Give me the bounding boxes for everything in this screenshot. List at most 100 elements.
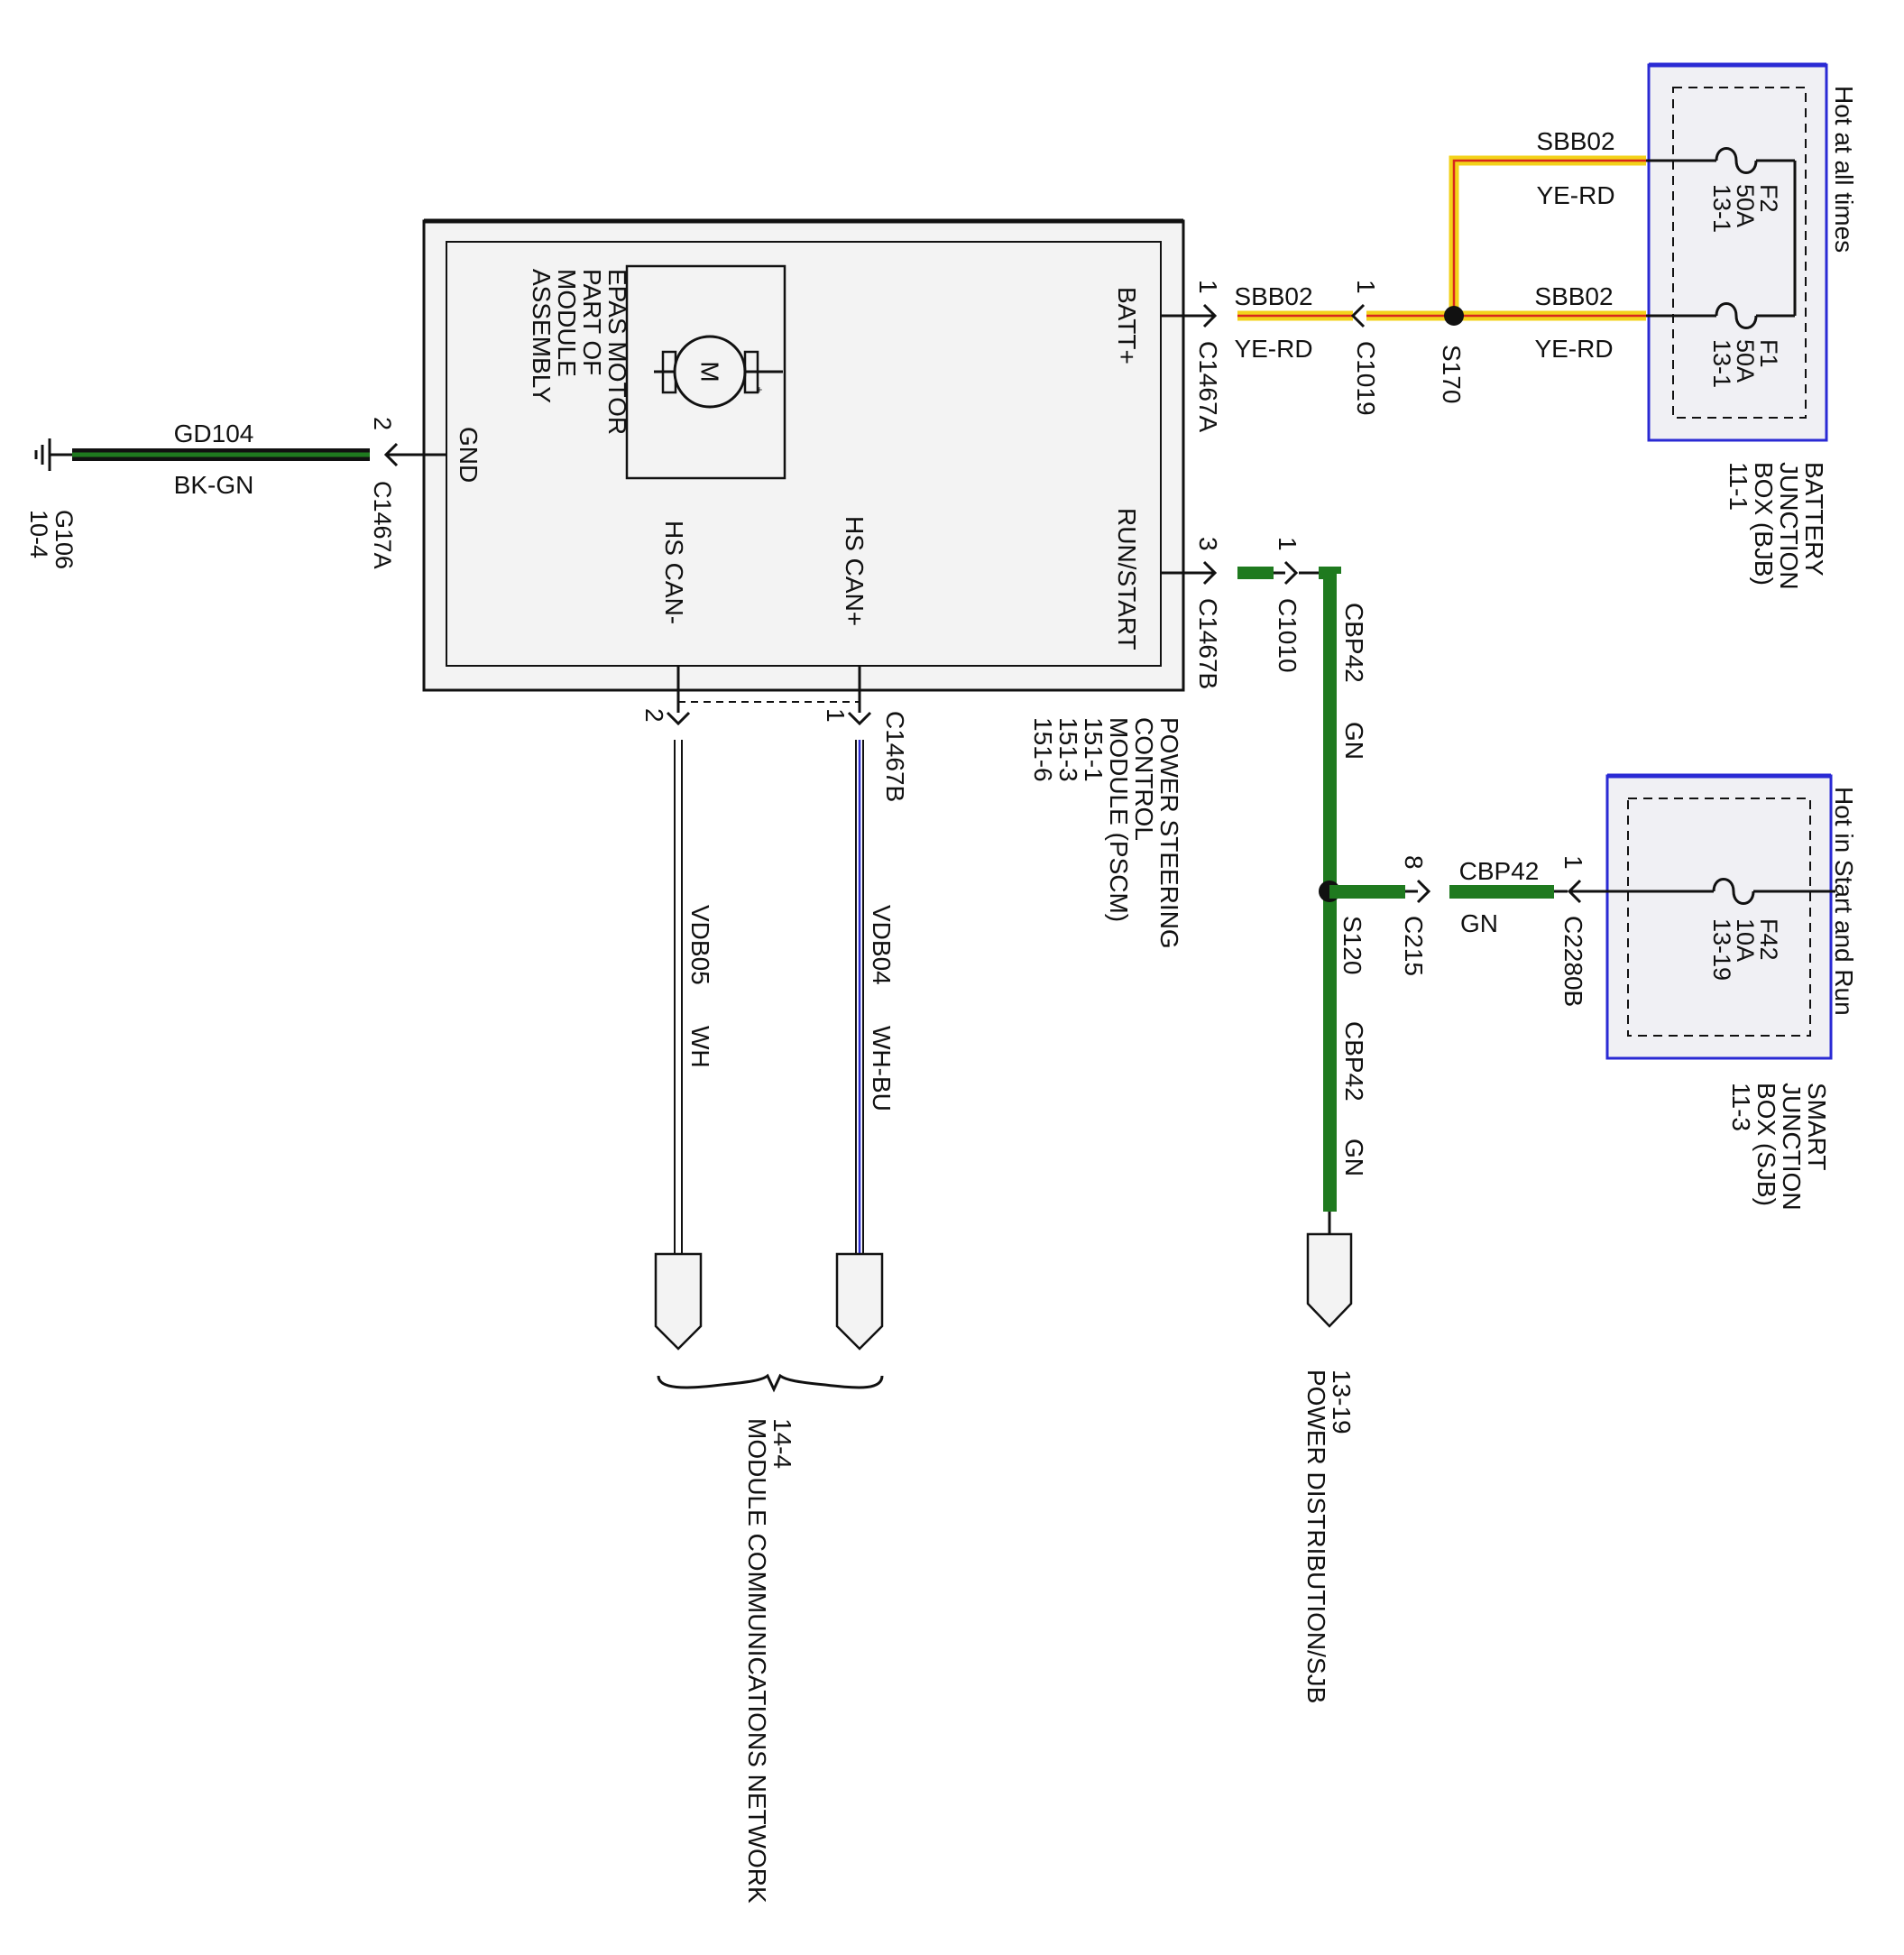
svg-text:POWER STEERING: POWER STEERING [1155, 717, 1183, 949]
batt-color: YE-RD [1234, 335, 1312, 363]
pin-batt-label: BATT+ [1113, 287, 1141, 364]
splice-s120-label: S120 [1338, 916, 1366, 974]
power-distribution-connector [1306, 1232, 1353, 1328]
lower-color: YE-RD [1534, 335, 1613, 363]
svg-text:13-1: 13-1 [1708, 184, 1735, 233]
svg-text:BOX (SJB): BOX (SJB) [1752, 1083, 1780, 1206]
power-dist-label: POWER DISTRIBUTION/SJB [1302, 1369, 1330, 1703]
run-color: GN [1340, 722, 1368, 760]
motor-symbol: M [696, 361, 724, 382]
upper-color: YE-RD [1536, 181, 1614, 209]
bjb-title: BATTERY JUNCTION BOX (BJB) 11-1 [1725, 462, 1828, 590]
lower-circuit: SBB02 [1534, 282, 1613, 310]
hs-can-circuits: 1 2 C1467B VDB04 WH-BU VDB05 WH 14-4 MOD… [640, 666, 909, 1904]
svg-text:ASSEMBLY: ASSEMBLY [528, 269, 556, 403]
svg-text:CONTROL: CONTROL [1130, 717, 1158, 841]
svg-text:PART OF: PART OF [578, 269, 606, 375]
sjb-pin: 1 [1559, 855, 1587, 870]
fuse-f1: F1 50A 13-1 [1646, 302, 1795, 388]
pscm-title: POWER STEERING CONTROL MODULE (PSCM) 151… [1029, 717, 1183, 949]
sjb-title: SMART JUNCTION BOX (SJB) 11-3 [1727, 1083, 1831, 1211]
branch-pin: 8 [1400, 855, 1428, 870]
svg-text:11-3: 11-3 [1727, 1083, 1755, 1131]
svg-text:EPAS MOTOR: EPAS MOTOR [603, 269, 631, 435]
epas-motor-label: EPAS MOTOR PART OF MODULE ASSEMBLY [528, 269, 631, 435]
batt-pin1: 1 [1194, 280, 1222, 294]
sjb-connector: C2280B [1559, 916, 1587, 1007]
can-brace [657, 1373, 884, 1393]
pin-can-plus-label: HS CAN+ [841, 516, 869, 626]
splice-s170-label: S170 [1438, 345, 1466, 403]
can-connector: C1467B [881, 711, 909, 802]
can-minus-pin: 2 [640, 708, 668, 723]
power-dist-ref: 13-19 [1328, 1369, 1356, 1434]
sjb-hot-label: Hot in Start and Run [1830, 787, 1858, 1016]
svg-text:JUNCTION: JUNCTION [1775, 462, 1803, 590]
svg-text:BOX (BJB): BOX (BJB) [1750, 462, 1778, 586]
pin-can-minus-label: HS CAN- [660, 521, 688, 624]
run-circuit: CBP42 [1340, 603, 1368, 683]
bjb-hot-label: Hot at all times [1830, 86, 1858, 253]
svg-text:JUNCTION: JUNCTION [1778, 1083, 1806, 1211]
svg-text:50A: 50A [1732, 184, 1759, 227]
svg-text:10A: 10A [1732, 918, 1759, 962]
ground-circuit: GD104 BK-GN 2 C1467A G106 10-4 [25, 417, 446, 569]
run-pin1: 3 [1194, 537, 1222, 551]
svg-text:F1: F1 [1755, 339, 1782, 368]
svg-text:151-1: 151-1 [1080, 717, 1108, 782]
lower-run-circuit: CBP42 [1340, 1021, 1368, 1102]
gnd-circuit: GD104 [174, 420, 254, 447]
can-minus-connector [654, 1252, 703, 1351]
can-minus-color: WH [686, 1026, 714, 1068]
run-start-circuit: 3 C1467B 1 C1010 CBP42 GN S120 8 C215 CB… [1161, 537, 1587, 1703]
svg-text:151-3: 151-3 [1054, 717, 1082, 782]
batt-pin2: 1 [1352, 280, 1380, 294]
svg-text:50A: 50A [1732, 339, 1759, 383]
pscm-module: M + EPAS MOTOR PART OF MODULE ASSEMBLY B… [422, 218, 1185, 692]
svg-text:BATTERY: BATTERY [1800, 462, 1828, 576]
lower-run-color: GN [1340, 1139, 1368, 1176]
can-minus-circuit: VDB05 [686, 905, 714, 985]
ground-ref: 10-4 [25, 510, 52, 558]
svg-text:151-6: 151-6 [1029, 717, 1057, 782]
pin-run-start-label: RUN/START [1113, 508, 1141, 650]
can-plus-pin: 1 [822, 708, 850, 723]
run-connector2: C1010 [1274, 598, 1302, 673]
pin-gnd-label: GND [455, 427, 483, 483]
branch-connector: C215 [1400, 916, 1428, 976]
fuse-f42: F42 10A 13-19 [1571, 878, 1835, 981]
batt-circuit: SBB02 [1234, 282, 1312, 310]
can-plus-connector [835, 1252, 884, 1351]
batt-feed-circuit: 1 C1467A SBB02 YE-RD 1 C1019 S170 SBB02 … [1161, 127, 1646, 433]
svg-text:MODULE: MODULE [553, 269, 581, 377]
ground-id: G106 [51, 510, 78, 569]
mcn-ref: 14-4 [768, 1418, 796, 1469]
run-connector1: C1467B [1194, 598, 1222, 689]
svg-text:13-1: 13-1 [1708, 339, 1735, 388]
svg-text:F2: F2 [1755, 184, 1782, 213]
gnd-pin: 2 [369, 417, 396, 430]
can-plus-circuit: VDB04 [868, 905, 896, 985]
svg-text:+: + [753, 386, 766, 392]
run-pin2: 1 [1274, 537, 1302, 551]
branch-circuit: CBP42 [1459, 857, 1540, 885]
epas-motor: M + [625, 264, 786, 480]
svg-text:11-1: 11-1 [1725, 462, 1752, 511]
svg-text:13-19: 13-19 [1708, 918, 1735, 981]
can-plus-color: WH-BU [868, 1026, 896, 1111]
ground-symbol [34, 438, 51, 471]
mcn-label: MODULE COMMUNICATIONS NETWORK [743, 1418, 771, 1904]
smart-junction-box: F42 10A 13-19 Hot in Start and Run [1571, 773, 1858, 1060]
fuse-f2: F2 50A 13-1 [1646, 147, 1795, 233]
battery-junction-box: F2 50A 13-1 F1 50A 13-1 Hot at all times [1646, 62, 1858, 442]
gnd-color: BK-GN [174, 471, 254, 499]
batt-connector1: C1467A [1194, 341, 1222, 433]
splice-s170 [1444, 306, 1464, 326]
batt-connector2: C1019 [1352, 341, 1380, 416]
gnd-connector: C1467A [369, 481, 396, 569]
svg-text:SMART: SMART [1803, 1083, 1831, 1171]
svg-text:F42: F42 [1755, 918, 1782, 961]
svg-text:MODULE (PSCM): MODULE (PSCM) [1105, 717, 1133, 922]
upper-circuit: SBB02 [1536, 127, 1614, 155]
